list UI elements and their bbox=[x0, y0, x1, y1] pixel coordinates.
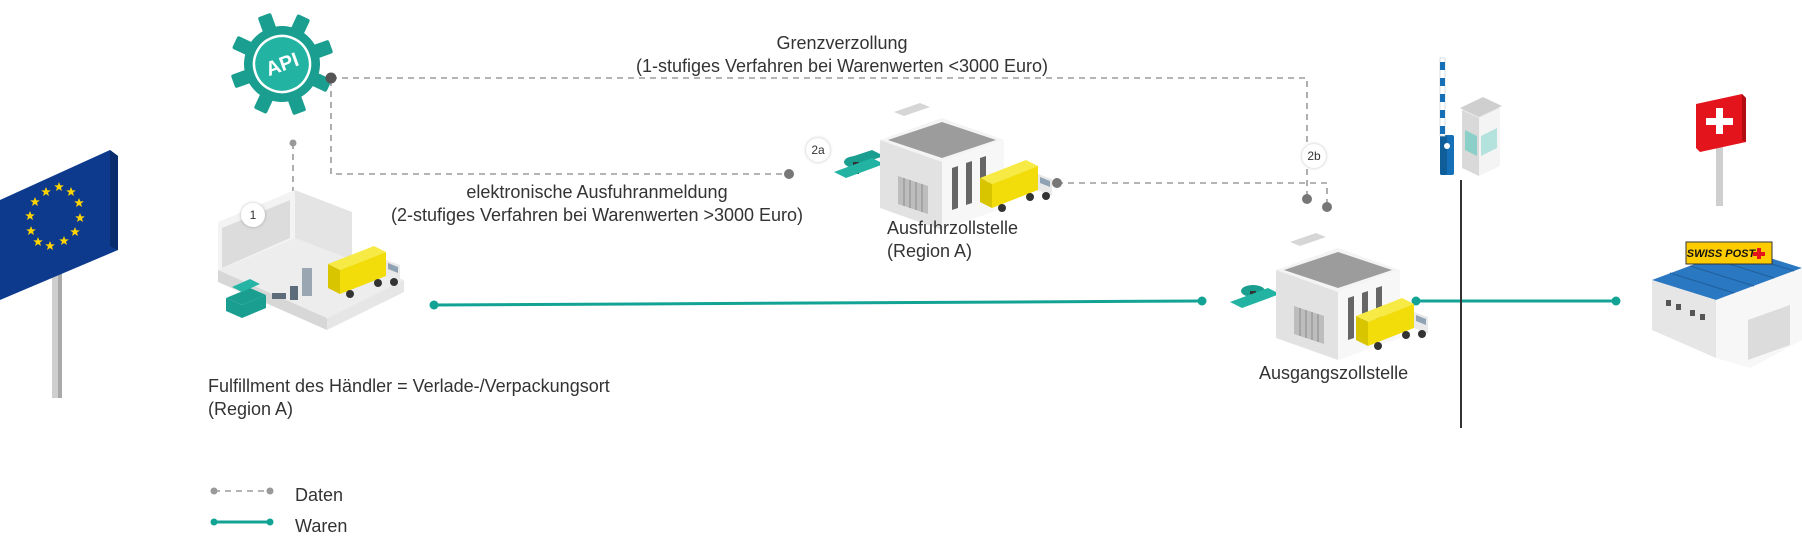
export-declaration-subtitle: (2-stufiges Verfahren bei Warenwerten >3… bbox=[390, 205, 804, 225]
swiss-post-warehouse-icon: SWISS POST bbox=[1652, 241, 1802, 368]
exit-office-building-icon bbox=[1230, 232, 1428, 361]
border-barrier-icon bbox=[1439, 57, 1454, 175]
api-gear-icon: API bbox=[231, 13, 333, 115]
step-badge-2a: 2a bbox=[806, 138, 830, 162]
exit-office-label: Ausgangszollstelle bbox=[1259, 362, 1408, 385]
goods-flows bbox=[433, 299, 1616, 307]
export-office-building-icon bbox=[834, 102, 1052, 231]
export-office-label-line1: Ausfuhrzollstelle bbox=[887, 218, 1019, 238]
legend-goods-label: Waren bbox=[295, 516, 348, 536]
border-clearance-label: Grenzverzollung (1-stufiges Verfahren be… bbox=[612, 32, 1072, 78]
eu-flag-icon bbox=[0, 150, 118, 398]
border-booth-icon bbox=[1460, 97, 1502, 176]
border-clearance-title: Grenzverzollung bbox=[776, 33, 908, 53]
exit-office-label-line1: Ausgangszollstelle bbox=[1259, 363, 1409, 383]
fulfillment-label-line1: Fulfillment des Händler = Verlade-/Verpa… bbox=[208, 376, 610, 396]
data-line-export-declaration bbox=[330, 80, 789, 175]
step-badge-1: 1 bbox=[241, 203, 265, 227]
fulfillment-warehouse-icon bbox=[218, 190, 404, 330]
legend-data-label: Daten bbox=[295, 485, 344, 505]
export-declaration-label: elektronische Ausfuhranmeldung (2-stufig… bbox=[362, 181, 832, 227]
step-badge-2b: 2b bbox=[1302, 144, 1326, 168]
swiss-post-logo: SWISS POST bbox=[1685, 241, 1773, 265]
data-line-export-to-exit bbox=[1057, 182, 1328, 206]
goods-line-fulfillment-to-exit bbox=[433, 299, 1203, 307]
legend-data-swatch bbox=[210, 487, 274, 495]
export-office-label-line2: (Region A) bbox=[887, 241, 973, 261]
fulfillment-label: Fulfillment des Händler = Verlade-/Verpa… bbox=[208, 375, 610, 421]
goods-line-endpoints bbox=[429, 296, 1621, 310]
data-line-endpoints bbox=[289, 72, 1332, 234]
legend-goods-swatch bbox=[210, 518, 274, 526]
export-declaration-title: elektronische Ausfuhranmeldung bbox=[466, 182, 728, 202]
fulfillment-label-line2: (Region A) bbox=[208, 399, 294, 419]
export-office-label: Ausfuhrzollstelle (Region A) bbox=[887, 217, 1018, 263]
border-clearance-subtitle: (1-stufiges Verfahren bei Warenwerten <3… bbox=[635, 56, 1049, 76]
swiss-flag-icon bbox=[1696, 94, 1746, 206]
swiss-post-logo-text: SWISS POST bbox=[1687, 248, 1757, 260]
